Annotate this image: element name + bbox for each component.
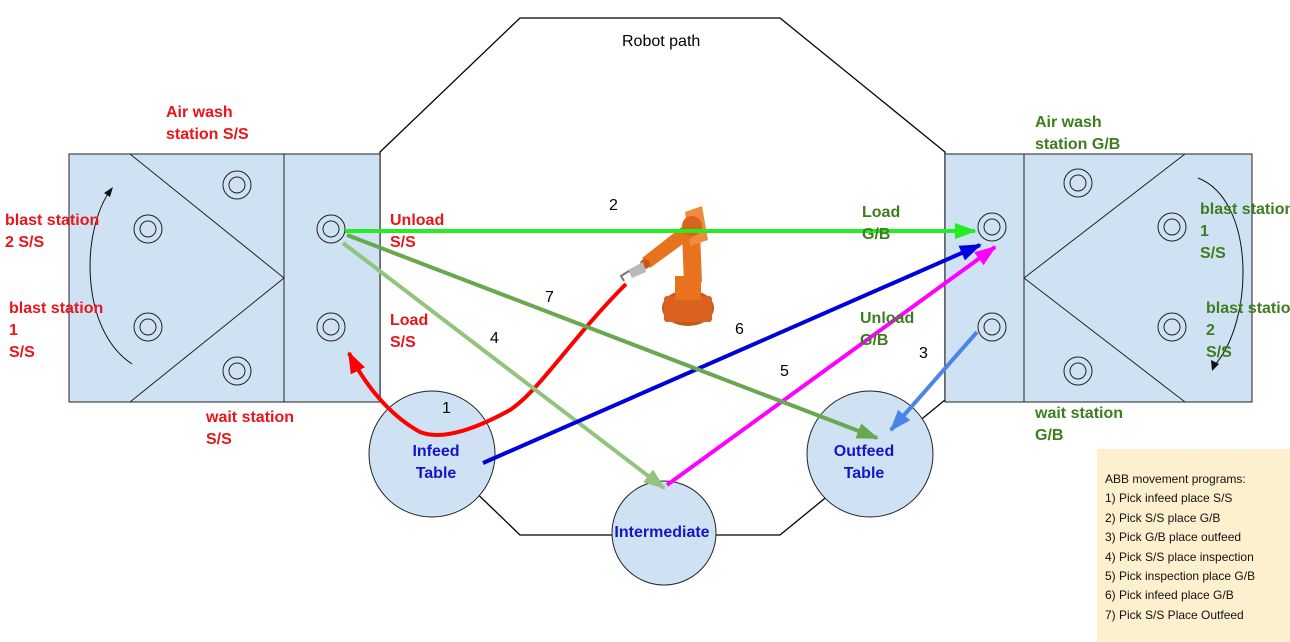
left-cell-ss — [68, 153, 381, 403]
move-4-arrow — [341, 241, 666, 490]
movement-programs-legend: ABB movement programs: 1) Pick infeed pl… — [1097, 449, 1290, 642]
legend-item: 5) Pick inspection place G/B — [1105, 569, 1256, 584]
legend-heading: ABB movement programs: — [1105, 472, 1246, 486]
left-rotation-arrow — [89, 187, 133, 365]
move-3-number: 3 — [919, 345, 928, 362]
move-6-number: 6 — [735, 321, 744, 338]
move-3-arrow — [889, 330, 979, 432]
legend-item: 7) Pick S/S Place Outfeed — [1105, 607, 1244, 622]
move-5-number: 5 — [780, 363, 789, 380]
right-rotation-arrow — [1197, 177, 1244, 367]
legend-item: 6) Pick infeed place G/B — [1105, 588, 1234, 603]
move-1-arrow — [347, 282, 628, 437]
move-1-number: 1 — [442, 400, 451, 417]
move-5-arrow — [665, 245, 997, 487]
station-markers — [133, 168, 1187, 386]
robot-path-title: Robot path — [622, 33, 701, 50]
move-6-arrow — [482, 243, 982, 465]
movement-arrows — [341, 223, 997, 490]
right-cell-gb — [944, 153, 1253, 403]
infeed-table — [368, 390, 496, 518]
move-4-number: 4 — [490, 330, 499, 347]
legend-item: 1) Pick infeed place S/S — [1105, 491, 1233, 506]
move-2-number: 2 — [609, 197, 618, 214]
intermediate-table-label: Intermediate — [614, 524, 710, 541]
move-7-number: 7 — [545, 289, 554, 306]
legend-item: 3) Pick G/B place outfeed — [1105, 530, 1242, 545]
legend-item: 2) Pick S/S place G/B — [1105, 510, 1221, 525]
legend-item: 4) Pick S/S place inspection — [1105, 549, 1254, 564]
move-7-arrow — [346, 233, 879, 440]
